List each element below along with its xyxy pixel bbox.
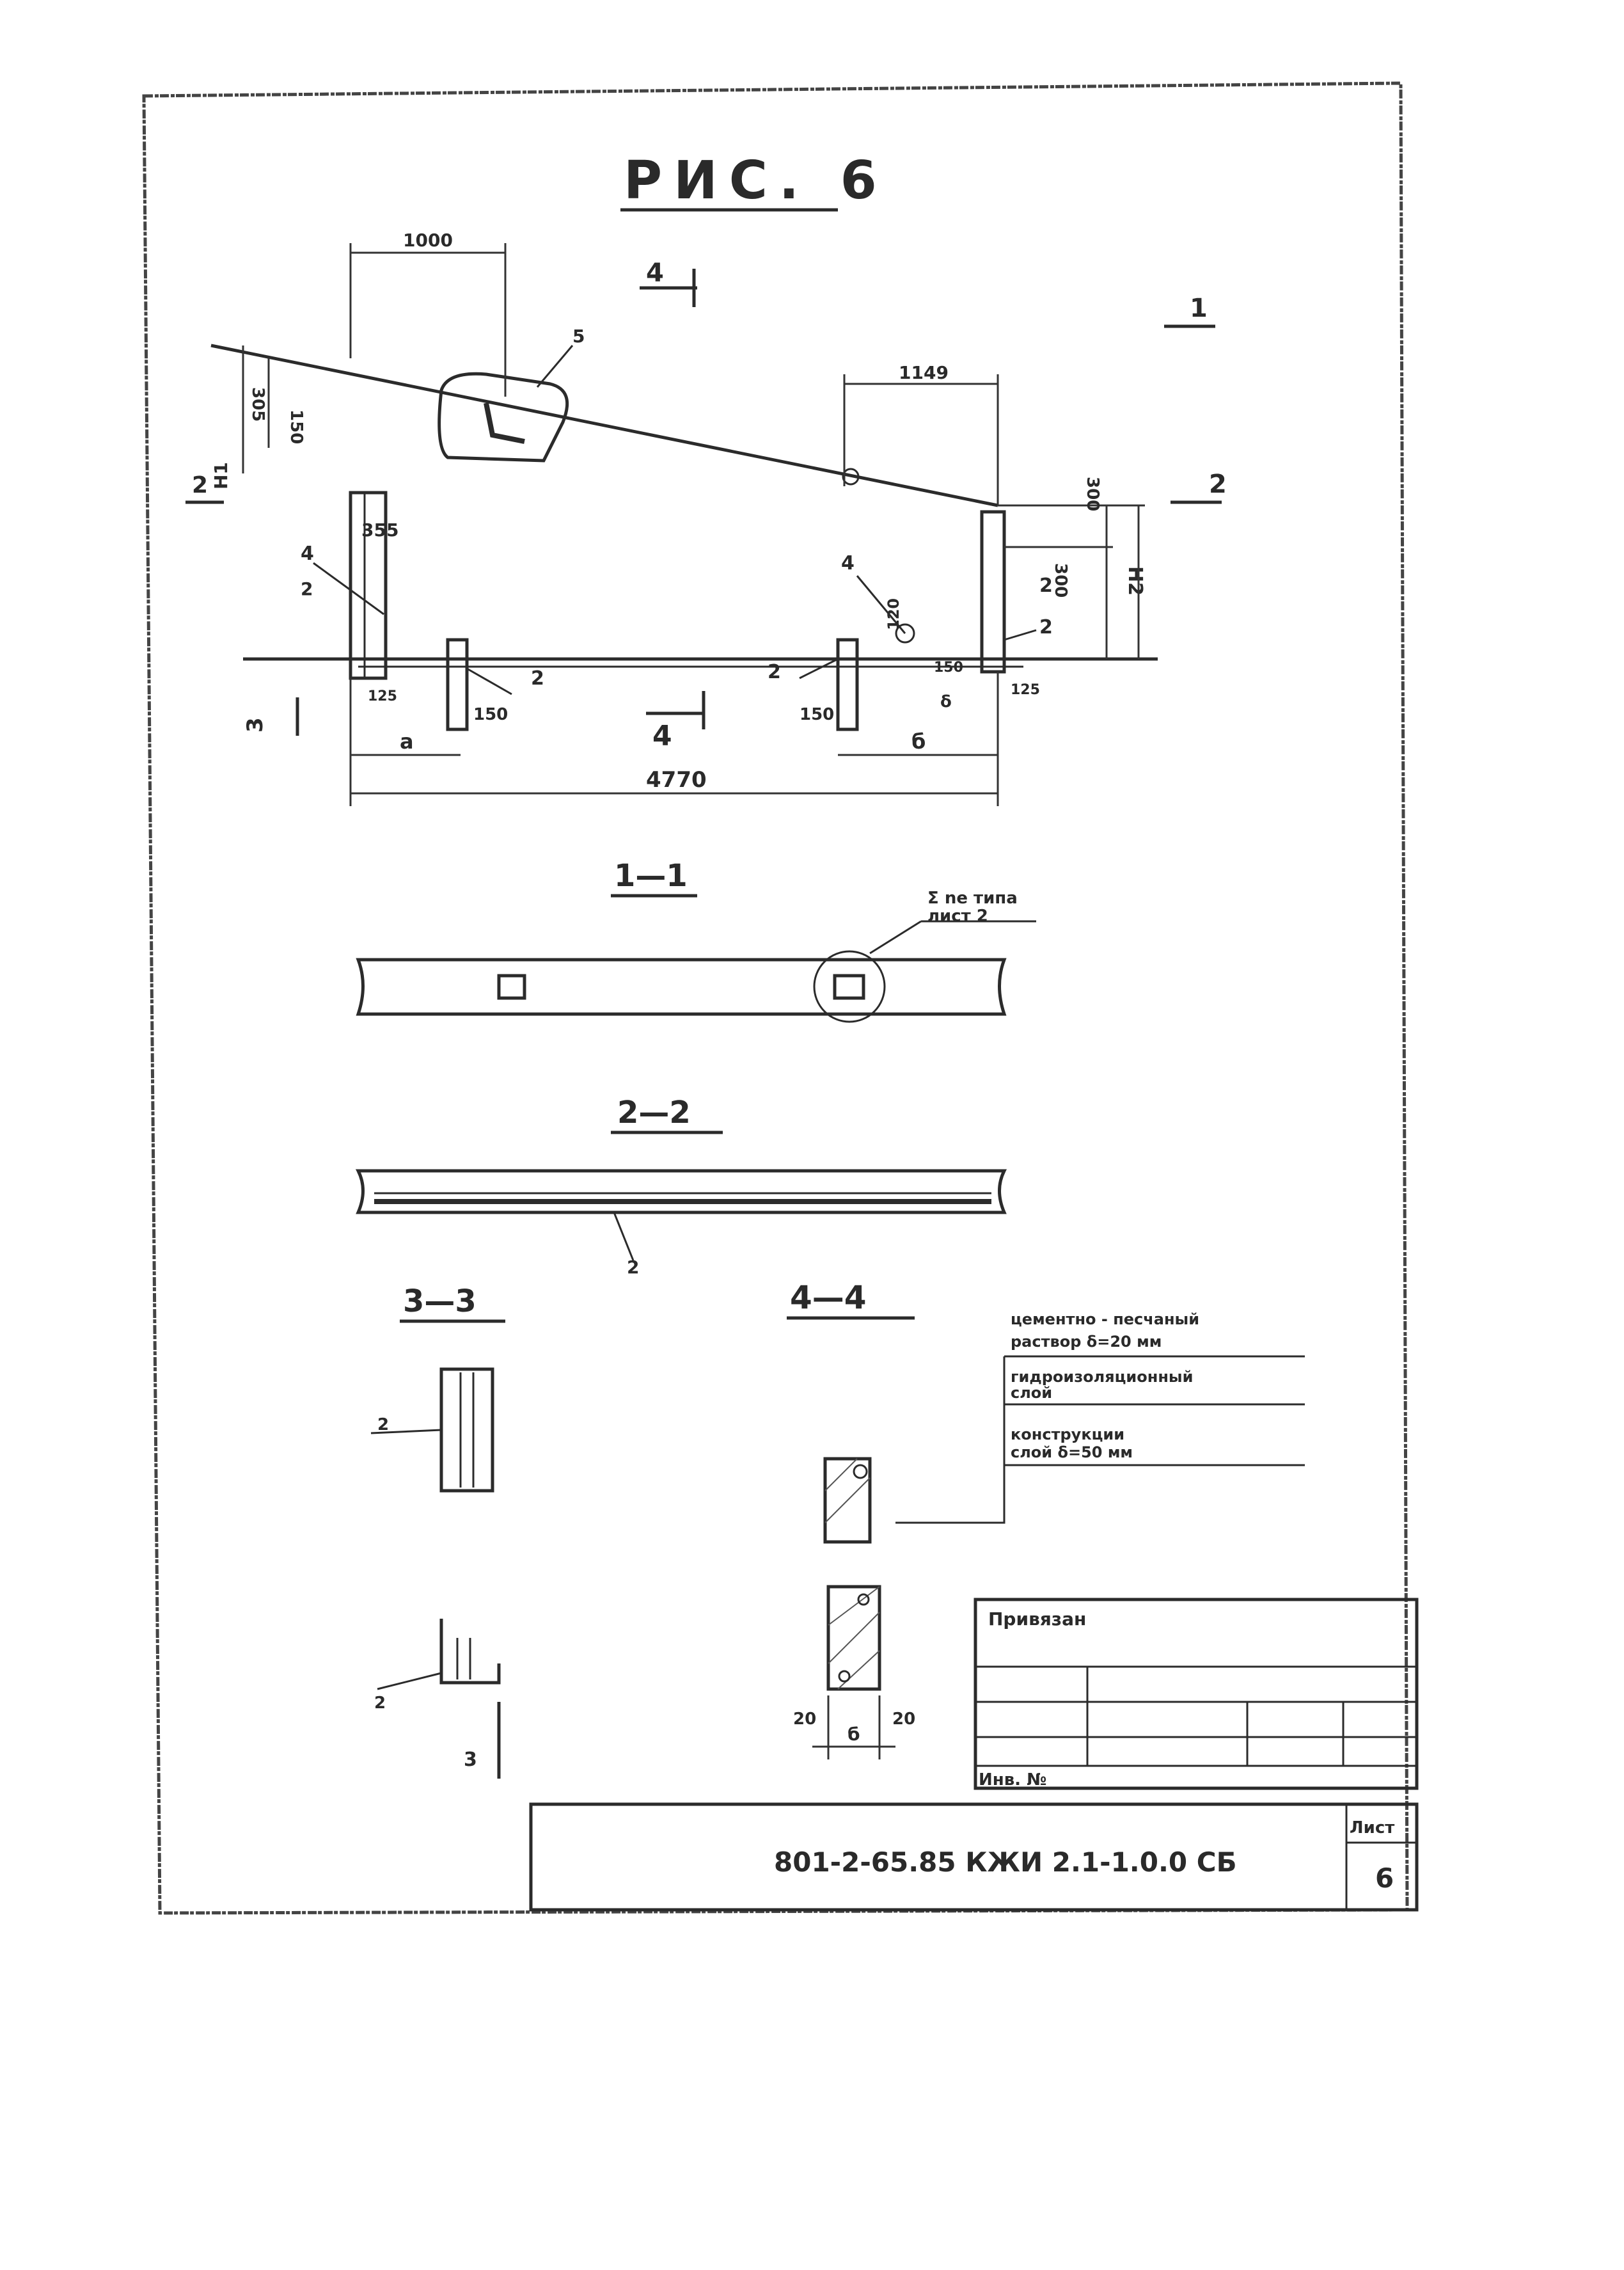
section-1-1-title: 1—1 xyxy=(614,858,688,894)
dim-125-b: 125 xyxy=(1011,682,1040,698)
right-post xyxy=(980,510,1006,674)
section-4-4-lower xyxy=(826,1585,881,1691)
callout-2-e: 2 xyxy=(1039,575,1053,597)
callout-2-c: 2 xyxy=(768,661,781,683)
callout-4-left: 4 xyxy=(301,543,314,565)
sec4-dim-20-left: 20 xyxy=(793,1710,816,1729)
mid-post-2 xyxy=(836,638,859,731)
callout-2-b: 2 xyxy=(531,667,544,690)
dim-355: 355 xyxy=(361,520,398,541)
section-4-4-title: 4—4 xyxy=(790,1279,867,1316)
width-b: б xyxy=(911,729,926,754)
dim-125-a: 125 xyxy=(368,688,397,704)
dim-300: 300 xyxy=(1083,477,1102,511)
plan-view: 1000 1149 305 150 300 300 H2 355 120 150… xyxy=(185,230,1227,806)
left-post xyxy=(349,491,388,680)
sheet-label: Лист xyxy=(1350,1818,1394,1837)
main-stamp xyxy=(529,1802,1419,1912)
figure-title: РИС. 6 xyxy=(624,150,888,211)
sheet-number: 6 xyxy=(1375,1862,1394,1894)
section-2-2-title: 2—2 xyxy=(617,1095,691,1131)
inv-label: Инв. № xyxy=(979,1770,1046,1790)
node-note-2: лист 2 xyxy=(927,907,988,926)
overall-length: 4770 xyxy=(646,767,707,793)
dim-120: 120 xyxy=(885,598,903,630)
section-4-4: 4—4 20 б 20 цементно - песчаный раствор … xyxy=(787,1279,1305,1759)
dim-150: 150 xyxy=(287,409,306,444)
dim-150-a: 150 xyxy=(473,705,508,724)
layer-3-line2: слой δ=50 мм xyxy=(1011,1443,1133,1461)
width-a: a xyxy=(400,729,414,754)
node-note-1: Σ ne типа xyxy=(927,889,1018,908)
section-mark-3-lower: 3 xyxy=(464,1749,477,1771)
section-3-3-title: 3—3 xyxy=(403,1283,477,1319)
section-mark-4-bottom: 4 xyxy=(652,720,672,752)
layer-2-line2: слой xyxy=(1011,1384,1052,1402)
dim-150-b: 150 xyxy=(800,705,834,724)
section-mark-1: 1 xyxy=(1190,294,1208,323)
sheet-frame xyxy=(142,81,1409,1915)
section-mark-3: 3 xyxy=(242,717,268,733)
section-1-1: 1—1 Σ ne типа лист 2 xyxy=(356,858,1036,1023)
mid-post-1 xyxy=(446,638,469,731)
sec4-dim-b: б xyxy=(847,1724,860,1745)
node-circle xyxy=(813,950,886,1023)
document-code: 801-2-65.85 КЖИ 2.1-1.0.0 СБ xyxy=(774,1846,1237,1878)
label-h1: H1 xyxy=(210,462,232,489)
layer-2-line1: гидроизоляционный xyxy=(1011,1368,1193,1386)
section-2-2-beam xyxy=(355,1169,1007,1214)
dim-300b: 300 xyxy=(1051,563,1070,598)
tied-box xyxy=(974,1598,1419,1790)
dim-305: 305 xyxy=(248,387,267,422)
callout-4-right: 4 xyxy=(841,552,855,575)
title-block: Привязан Инв. № 801-2-65.85 КЖИ 2.1-1.0.… xyxy=(529,1598,1419,1912)
opening xyxy=(438,372,569,463)
callout-3-3-top: 2 xyxy=(377,1415,389,1434)
dim-delta: δ xyxy=(940,692,952,711)
callout-2-d: 2 xyxy=(1039,616,1053,639)
section-mark-2-right: 2 xyxy=(1209,470,1227,499)
dim-150-c: 150 xyxy=(934,660,963,676)
callout-3-3-bottom: 2 xyxy=(374,1694,386,1713)
callout-section-2: 2 xyxy=(627,1257,639,1278)
section-3-3: 3—3 2 2 3 xyxy=(370,1283,505,1779)
section-mark-4-top: 4 xyxy=(646,258,664,288)
dim-1000: 1000 xyxy=(403,230,453,251)
dim-1149: 1149 xyxy=(899,362,949,383)
slope-line xyxy=(210,344,998,507)
layer-1-line1: цементно - песчаный xyxy=(1011,1310,1199,1328)
callout-2-a: 2 xyxy=(301,578,313,599)
sec4-dim-20-right: 20 xyxy=(892,1710,915,1729)
section-2-2: 2—2 2 xyxy=(355,1095,1007,1278)
section-1-1-beam xyxy=(356,958,1007,1016)
callout-5: 5 xyxy=(572,326,585,347)
layer-1-line2: раствор δ=20 мм xyxy=(1011,1333,1162,1351)
layer-3-line1: конструкции xyxy=(1011,1425,1124,1443)
label-h2: H2 xyxy=(1124,566,1146,596)
section-mark-2-left: 2 xyxy=(192,472,208,498)
tied-label: Привязан xyxy=(988,1608,1086,1630)
